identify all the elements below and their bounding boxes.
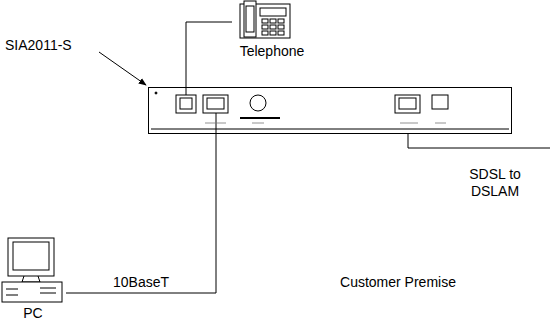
device-box-drawing (148, 87, 512, 134)
caption: Customer Premise (340, 274, 456, 291)
pc-icon: PC (0, 236, 66, 322)
node-label: SIA2011-S (5, 37, 369, 54)
device-box: SIA2011-S (148, 87, 512, 134)
edge-label: 10BaseT (111, 274, 171, 291)
callout-leader (99, 52, 146, 85)
node-label: PC (0, 305, 66, 322)
line-label: SDSL to DSLAM (450, 166, 540, 200)
wire (186, 22, 232, 87)
wire (66, 134, 216, 293)
node-label: Telephone (232, 43, 312, 60)
telephone-icon: Telephone (232, 0, 312, 62)
